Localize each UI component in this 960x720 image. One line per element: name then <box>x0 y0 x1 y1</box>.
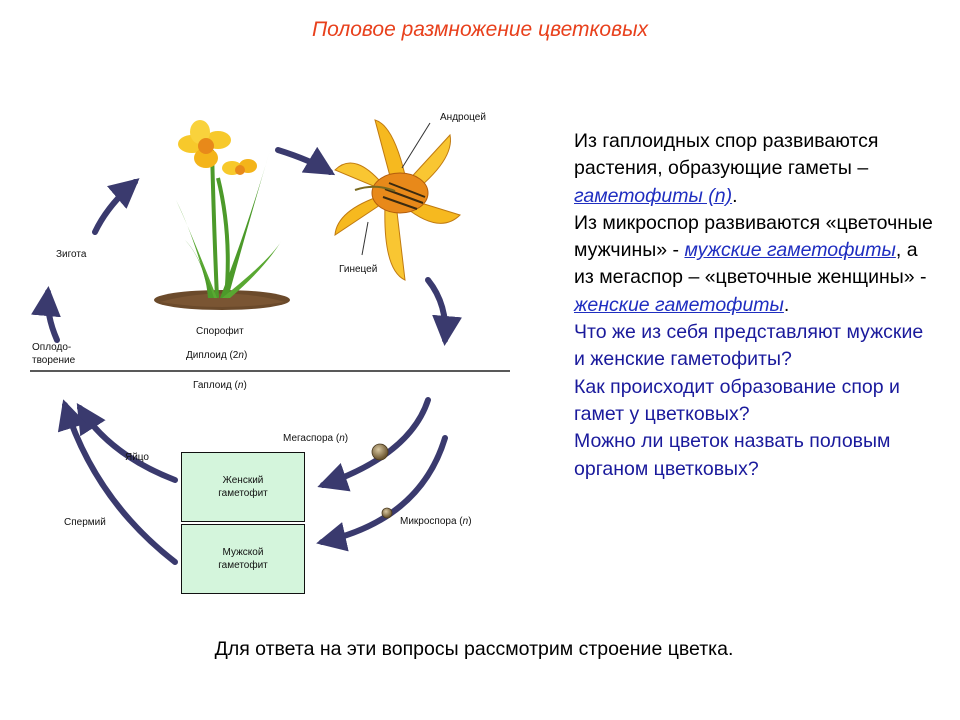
male-gametophyte-line-1: Мужской <box>222 547 264 558</box>
bottom-caption: Для ответа на эти вопросы рассмотрим стр… <box>214 638 734 660</box>
fertilization-label-2: творение <box>32 355 76 366</box>
paragraph-2-text-b: , а из мегаспор – «цветочные женщины» - <box>574 239 927 289</box>
question-2: Как происходит образование спор и гамет … <box>574 375 900 425</box>
life-cycle-diagram: Андроцей Гинецей Зигота Оплодо- творение… <box>30 112 510 565</box>
arrow-to-egg <box>76 402 178 483</box>
arrow-microspore <box>316 435 448 552</box>
diploid-label: Диплоид (2n) <box>186 350 247 361</box>
paragraph-gametophytes: Из гаплоидных спор развиваются растения,… <box>536 128 936 210</box>
sperm-label: Спермий <box>64 517 106 528</box>
arrow-zygote-up <box>92 178 140 235</box>
female-gametophyte-line-2: гаметофит <box>218 488 268 499</box>
male-gametophytes-link[interactable]: мужские гаметофиты <box>684 239 896 262</box>
gynoecium-label: Гинецей <box>339 264 377 275</box>
cycle-arrows <box>30 146 462 565</box>
paragraph-1-text: Из гаплоидных спор развиваются растения,… <box>574 130 879 180</box>
sporophyte-plant-image <box>154 120 290 310</box>
question-1: Что же из себя представляют мужские и же… <box>574 321 924 371</box>
gametophytes-link[interactable]: гаметофиты (n) <box>574 184 733 207</box>
paragraph-2-end: . <box>783 293 790 316</box>
fertilization-label-1: Оплодо- <box>32 342 71 353</box>
female-gametophyte-line-1: Женский <box>222 475 264 486</box>
megaspore-label: Мегаспора (n) <box>283 433 348 444</box>
page-title: Половое размножение цветковых <box>311 18 649 41</box>
megaspore-image <box>371 443 389 461</box>
androecium-label: Андроцей <box>440 112 486 123</box>
egg-label: Яйцо <box>125 452 149 463</box>
arrow-sperm <box>57 399 178 565</box>
microspore-label: Микроспора (n) <box>400 516 472 527</box>
female-gametophytes-link[interactable]: женские гаметофиты <box>574 293 784 316</box>
microspore-image <box>381 507 393 519</box>
male-gametophyte-box: Мужской гаметофит <box>181 524 305 594</box>
male-gametophyte-line-2: гаметофит <box>218 560 268 571</box>
paragraph-2-text-a: Из микроспор развиваются «цветочные мужч… <box>574 211 933 262</box>
flower-image <box>334 119 461 281</box>
arrow-megaspore <box>317 397 431 492</box>
haploid-label: Гаплоид (n) <box>193 380 247 391</box>
arrow-flower-down <box>425 277 462 346</box>
paragraph-1-end: . <box>732 184 738 207</box>
arrow-sporophyte-to-flower <box>275 146 336 176</box>
question-3: Можно ли цветок назвать половым органом … <box>574 430 891 480</box>
paragraph-male-female: Из микроспор развиваются «цветочные мужч… <box>536 210 936 319</box>
explanation-text: Из гаплоидных спор развиваются растения,… <box>536 128 936 483</box>
zygote-label: Зигота <box>56 249 87 260</box>
sporophyte-label: Спорофит <box>196 325 244 337</box>
female-gametophyte-box: Женский гаметофит <box>181 452 305 522</box>
arrow-left-up <box>30 286 61 343</box>
